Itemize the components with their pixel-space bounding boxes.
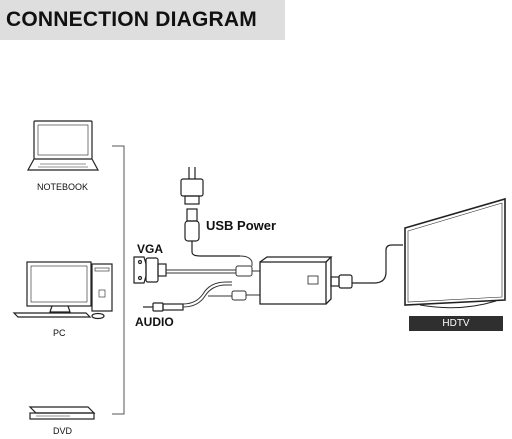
pc-label: PC — [53, 328, 66, 338]
dvd-label: DVD — [53, 426, 73, 436]
notebook-label: NOTEBOOK — [37, 182, 89, 192]
converter-box-icon — [259, 256, 333, 305]
vga-connector-icon — [133, 256, 167, 284]
audio-jack-icon — [143, 302, 184, 312]
dvd-player-icon — [28, 406, 96, 420]
diagram-title: CONNECTION DIAGRAM — [6, 8, 257, 31]
usb-plug-icon — [184, 208, 240, 257]
hdtv-label: HDTV — [409, 316, 503, 331]
title-bar: CONNECTION DIAGRAM — [0, 0, 285, 40]
audio-label: AUDIO — [135, 315, 174, 329]
source-bracket — [112, 145, 125, 415]
hdmi-plug-icon — [330, 244, 403, 289]
converter-cables — [166, 255, 260, 308]
pc-icon — [12, 261, 113, 320]
usb-power-label: USB Power — [206, 218, 277, 233]
vga-label: VGA — [137, 242, 164, 256]
notebook-icon — [26, 120, 100, 171]
hdtv-icon — [404, 197, 506, 309]
power-adapter-icon — [180, 167, 204, 205]
